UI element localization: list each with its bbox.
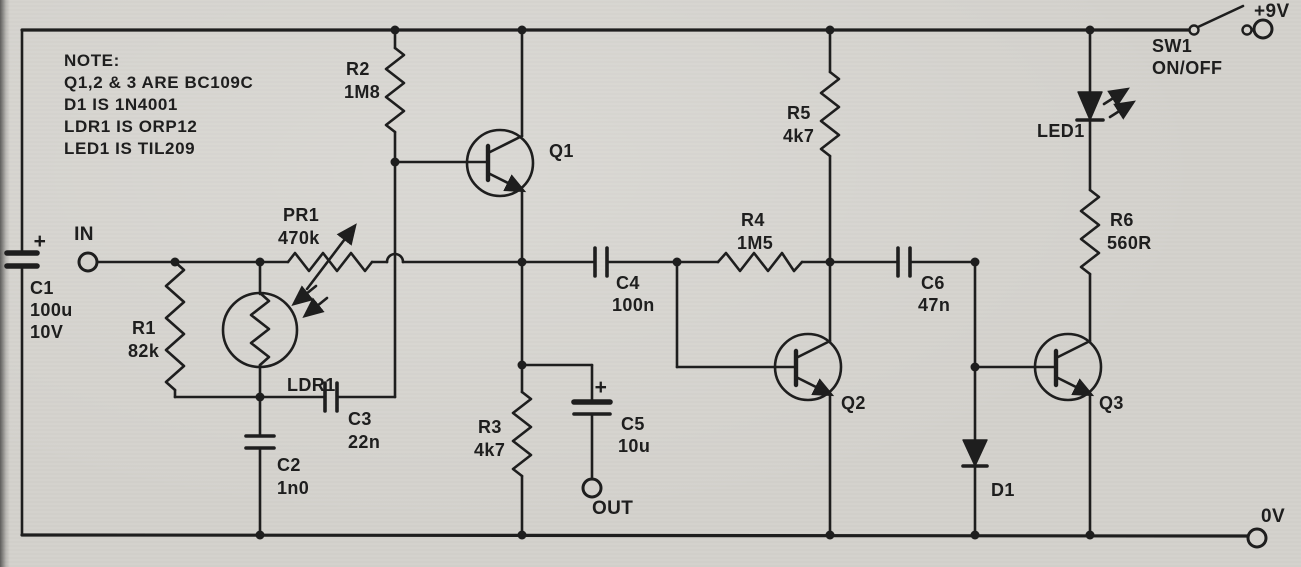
capacitor-c3: C3 22n bbox=[323, 381, 380, 452]
r1-value-label: 82k bbox=[128, 341, 160, 361]
terminal-0v: 0V bbox=[1246, 506, 1285, 549]
r3-value-label: 4k7 bbox=[474, 440, 505, 460]
c2-value-label: 1n0 bbox=[277, 478, 309, 498]
light-arrow-1 bbox=[291, 284, 318, 306]
sw1-function-label: ON/OFF bbox=[1152, 58, 1222, 78]
led-led1: LED1 bbox=[1037, 28, 1136, 192]
capacitor-c5: + C5 10u bbox=[571, 376, 650, 456]
terminal-9v: +9V bbox=[1252, 1, 1290, 40]
diode-d1: D1 bbox=[961, 439, 1015, 537]
led-emit-arrow-2 bbox=[1108, 100, 1136, 120]
out-label: OUT bbox=[592, 498, 633, 519]
c6-ref-label: C6 bbox=[921, 273, 945, 293]
q2-emitter-arrow bbox=[794, 375, 835, 397]
c5-ref-label: C5 bbox=[621, 414, 645, 434]
r5-value-label: 4k7 bbox=[783, 126, 814, 146]
transistor-q2: Q2 bbox=[773, 260, 866, 537]
c4-ref-label: C4 bbox=[616, 273, 640, 293]
wiper-arrow bbox=[305, 223, 357, 291]
terminal-out: OUT bbox=[581, 477, 633, 519]
note-line-2: D1 IS 1N4001 bbox=[64, 95, 178, 114]
ldr1-ref-label: LDR1 bbox=[287, 375, 336, 395]
d1-ref-label: D1 bbox=[991, 480, 1015, 500]
c1-ref-label: C1 bbox=[30, 278, 54, 298]
switch-lever bbox=[1196, 4, 1245, 29]
junction-dots bbox=[170, 25, 1095, 540]
note-heading: NOTE: bbox=[64, 51, 120, 70]
rail-ground-label: 0V bbox=[1261, 506, 1285, 527]
potentiometer-pr1: PR1 470k bbox=[278, 205, 374, 291]
r3-ref-label: R3 bbox=[478, 417, 502, 437]
in-label: IN bbox=[74, 224, 94, 245]
q3-emitter-arrow bbox=[1054, 375, 1095, 397]
r1-ref-label: R1 bbox=[132, 318, 156, 338]
resistor-r6: R6 560R bbox=[1079, 188, 1152, 276]
c1-rating-label: 10V bbox=[30, 322, 63, 342]
ldr-ldr1: LDR1 bbox=[221, 260, 336, 399]
capacitor-c1: + C1 100u 10V bbox=[4, 230, 73, 342]
led-emit-arrow-1 bbox=[1102, 87, 1130, 107]
resistor-r1: R1 82k bbox=[128, 260, 186, 392]
c5-polarity-plus: + bbox=[595, 376, 608, 399]
q1-ref-label: Q1 bbox=[549, 141, 574, 161]
note-block: NOTE: Q1,2 & 3 ARE BC109C D1 IS 1N4001 L… bbox=[64, 51, 253, 158]
pr1-value-label: 470k bbox=[278, 228, 320, 248]
resistor-r3: R3 4k7 bbox=[474, 390, 533, 537]
supply-rails bbox=[20, 28, 1256, 538]
q1-emitter-arrow bbox=[486, 171, 527, 193]
c1-value-label: 100u bbox=[30, 300, 73, 320]
sw1-ref-label: SW1 bbox=[1152, 36, 1192, 56]
c2-ref-label: C2 bbox=[277, 455, 301, 475]
r2-ref-label: R2 bbox=[346, 59, 370, 79]
r4-ref-label: R4 bbox=[741, 210, 765, 230]
resistor-r4: R4 1M5 bbox=[716, 210, 804, 273]
q3-ref-label: Q3 bbox=[1099, 393, 1124, 413]
c3-ref-label: C3 bbox=[348, 409, 372, 429]
c3-value-label: 22n bbox=[348, 432, 380, 452]
note-line-1: Q1,2 & 3 ARE BC109C bbox=[64, 73, 253, 92]
resistor-r5: R5 4k7 bbox=[783, 28, 841, 264]
r2-value-label: 1M8 bbox=[344, 82, 380, 102]
r5-ref-label: R5 bbox=[787, 103, 811, 123]
pr1-ref-label: PR1 bbox=[283, 205, 319, 225]
c6-value-label: 47n bbox=[918, 295, 950, 315]
c1-polarity-plus: + bbox=[34, 230, 47, 253]
led1-ref-label: LED1 bbox=[1037, 121, 1085, 141]
capacitor-c2: C2 1n0 bbox=[244, 395, 309, 537]
transistor-q1: Q1 bbox=[393, 28, 574, 198]
r4-value-label: 1M5 bbox=[737, 233, 773, 253]
terminal-in: IN bbox=[74, 224, 99, 273]
r6-ref-label: R6 bbox=[1110, 210, 1134, 230]
resistor-r2: R2 1M8 bbox=[344, 28, 406, 134]
rail-positive-label: +9V bbox=[1254, 1, 1290, 22]
c4-value-label: 100n bbox=[612, 295, 655, 315]
transistor-q3: Q3 bbox=[1033, 272, 1124, 537]
c5-value-label: 10u bbox=[618, 436, 650, 456]
capacitor-c4: C4 100n bbox=[593, 246, 655, 315]
light-arrow-2 bbox=[302, 296, 329, 318]
signal-wires bbox=[95, 130, 1058, 481]
note-line-4: LED1 IS TIL209 bbox=[64, 139, 195, 158]
switch-sw1: SW1 ON/OFF bbox=[1152, 4, 1253, 78]
note-line-3: LDR1 IS ORP12 bbox=[64, 117, 197, 136]
q2-ref-label: Q2 bbox=[841, 393, 866, 413]
r6-value-label: 560R bbox=[1107, 233, 1152, 253]
capacitor-c6: C6 47n bbox=[896, 246, 950, 315]
